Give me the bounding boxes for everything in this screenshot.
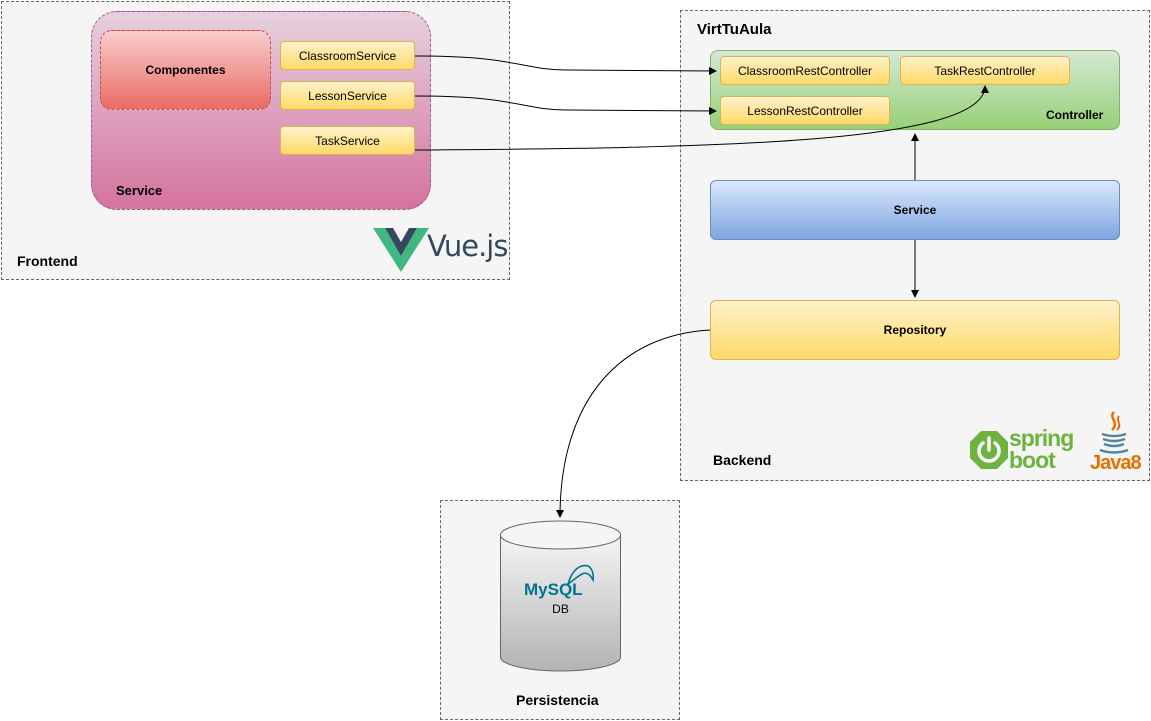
lesson-service-box[interactable]: LessonService: [280, 81, 415, 110]
arrow-repository-to-db: [556, 329, 711, 518]
spring-boot-logo: spring boot: [969, 425, 1084, 473]
backend-title: VirtTuAula: [697, 21, 772, 38]
persistence-label: Persistencia: [516, 692, 599, 708]
db-cylinder[interactable]: MySQL DB: [500, 520, 621, 672]
controller-group-label: Controller: [1046, 108, 1104, 122]
mysql-text: MySQL: [524, 580, 583, 599]
lesson-rest-controller-box[interactable]: LessonRestController: [720, 96, 890, 125]
db-label: DB: [552, 602, 569, 616]
classroom-rest-controller-box[interactable]: ClassroomRestController: [720, 56, 890, 85]
backend-label: Backend: [713, 452, 772, 468]
java-cup-icon: [1099, 411, 1129, 454]
arrow-lesson-service-to-controller: [414, 95, 717, 115]
frontend-service-group-label: Service: [116, 183, 163, 198]
repository-box[interactable]: Repository: [710, 300, 1120, 360]
boot-text: boot: [1009, 447, 1056, 473]
task-service-box[interactable]: TaskService: [280, 126, 415, 155]
vue-logo-text: Vue.js: [427, 229, 508, 263]
dolphin-icon: [566, 564, 595, 586]
spring-text: spring: [1009, 425, 1074, 451]
vue-logo-icon: [373, 228, 429, 272]
java-text: Java8: [1090, 452, 1142, 474]
vue-logo: Vue.js: [373, 226, 508, 276]
arrow-task-service-to-controller: [414, 85, 989, 151]
arrow-classroom-service-to-controller: [414, 55, 717, 75]
componentes-box[interactable]: Componentes: [100, 30, 271, 110]
java-logo: Java8: [1088, 410, 1143, 476]
backend-service-box[interactable]: Service: [710, 180, 1120, 240]
spring-power-icon: [970, 431, 1008, 469]
classroom-service-box[interactable]: ClassroomService: [280, 41, 415, 70]
frontend-label: Frontend: [17, 253, 78, 269]
task-rest-controller-box[interactable]: TaskRestController: [900, 56, 1070, 85]
mysql-logo: MySQL: [524, 560, 604, 600]
